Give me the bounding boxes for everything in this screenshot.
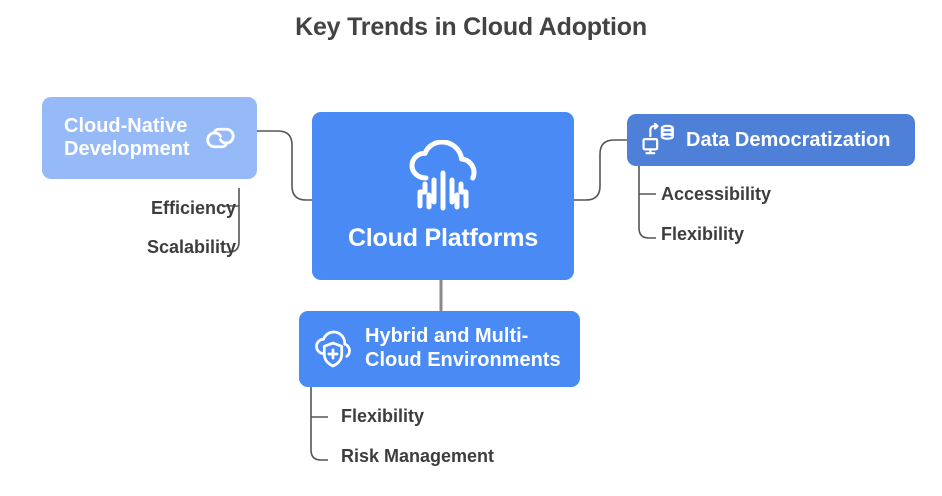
cloud-loop-icon [205,127,235,149]
node-cloud-platforms-label: Cloud Platforms [347,223,539,252]
sub-label-accessibility: Accessibility [661,184,772,204]
node-cloud-native-label: Cloud-Native Development [64,115,190,161]
node-data-democratization[interactable]: Data Democratization [627,114,915,166]
sub-label-scalability: Scalability [146,237,236,257]
sub-label-flexibility-right: Flexibility [661,224,745,244]
node-hybrid-label-line1: Hybrid and Multi- [365,325,529,348]
connector-left-to-center [257,130,312,201]
node-cloud-native-development[interactable]: Cloud-Native Development [42,97,257,179]
node-hybrid-label: Hybrid and Multi- Cloud Environments [365,325,561,372]
sub-label-flexibility-bottom: Flexibility [341,406,425,426]
node-cloud-platforms[interactable]: Cloud Platforms [312,112,574,280]
connector-bottom-subtrunk [310,387,328,461]
cloud-computing-icon [409,139,477,210]
node-data-democratization-label: Data Democratization [686,128,891,151]
connector-center-to-right [574,139,627,201]
cloud-shield-plus-icon [315,330,351,368]
node-hybrid-multi-cloud[interactable]: Hybrid and Multi- Cloud Environments [299,311,580,387]
node-hybrid-label-line2: Cloud Environments [365,349,561,371]
data-monitor-icon [642,123,674,155]
connector-right-subtrunk [638,166,656,239]
node-cloud-native-label-line1: Cloud-Native [64,115,188,137]
page-title: Key Trends in Cloud Adoption [295,13,647,41]
sub-label-risk-management: Risk Management [341,446,495,466]
node-cloud-native-label-line2: Development [64,138,190,160]
sub-label-efficiency: Efficiency [150,198,236,218]
